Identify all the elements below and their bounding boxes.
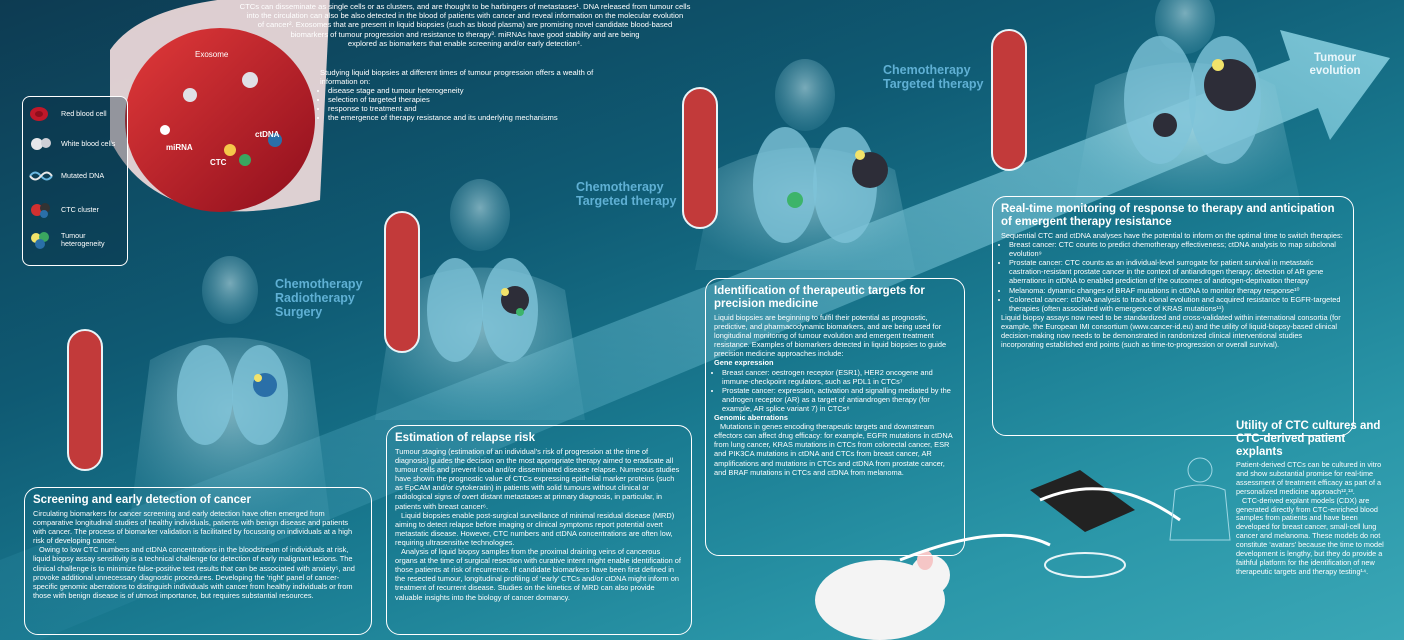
panel-screening: Screening and early detection of cancer … bbox=[24, 487, 372, 635]
stage-therapy: Targeted therapy bbox=[883, 77, 984, 91]
mutated-dna-icon bbox=[29, 171, 53, 181]
legend-label: Tumour heterogeneity bbox=[61, 230, 105, 248]
tumour-heterogeneity-icon bbox=[31, 232, 49, 249]
intro-line: of cancer². Exosomes that are present in… bbox=[257, 20, 673, 30]
panel-subheading: Gene expression bbox=[714, 358, 774, 368]
legend-item: Mutated DNA bbox=[29, 167, 121, 185]
intro-text: CTCs can disseminate as single cells or … bbox=[205, 2, 725, 48]
panel-bullet: Breast cancer: oestrogen receptor (ESR1)… bbox=[722, 368, 956, 386]
legend-label: CTC cluster bbox=[61, 204, 99, 214]
studying-bullet: disease stage and tumour heterogeneity bbox=[328, 86, 610, 95]
panel-paragraph: Sequential CTC and ctDNA analyses have t… bbox=[1001, 231, 1343, 240]
panel-title: Utility of CTC cultures and CTC-derived … bbox=[1236, 420, 1381, 458]
studying-bullet: selection of targeted therapies bbox=[328, 95, 610, 104]
vessel-label-ctc: CTC bbox=[210, 158, 227, 167]
panel-targets: Identification of therapeutic targets fo… bbox=[705, 278, 965, 556]
panel-bullet: Prostate cancer: CTC counts as an indivi… bbox=[1009, 258, 1345, 285]
legend-item: CTC cluster bbox=[29, 201, 121, 219]
panel-paragraph: Mutations in genes encoding therapeutic … bbox=[714, 422, 953, 477]
panel-paragraph: Liquid biopsies enable post-surgical sur… bbox=[395, 510, 675, 547]
intro-line: into the circulation can also be also de… bbox=[246, 11, 684, 21]
panel-paragraph: Owing to low CTC numbers and ctDNA conce… bbox=[33, 545, 355, 600]
panel-title: Estimation of relapse risk bbox=[395, 432, 535, 444]
panel-paragraph: Analysis of liquid biopsy samples from t… bbox=[395, 547, 681, 602]
stage-therapy: Chemotherapy bbox=[883, 63, 971, 77]
panel-paragraph: Circulating biomarkers for cancer screen… bbox=[33, 509, 353, 546]
stage-therapy: Radiotherapy bbox=[275, 291, 355, 305]
panel-cultures: Utility of CTC cultures and CTC-derived … bbox=[1236, 420, 1384, 577]
legend: Red blood cell White blood cells Mutated… bbox=[22, 96, 128, 266]
studying-intro: Studying liquid biopsies at different ti… bbox=[320, 68, 594, 87]
stage-label-1: Chemotherapy Radiotherapy Surgery bbox=[275, 277, 363, 319]
legend-item: White blood cells bbox=[29, 135, 121, 153]
vessel-label-exosome: Exosome bbox=[195, 50, 229, 59]
studying-bullet: the emergence of therapy resistance and … bbox=[328, 113, 610, 122]
mouse-dish-chip bbox=[815, 470, 1181, 640]
stage-label-2: Chemotherapy Targeted therapy bbox=[576, 180, 677, 208]
legend-item: Tumour heterogeneity bbox=[29, 231, 121, 249]
intro-line: biomarkers of tumour progression and res… bbox=[290, 29, 640, 39]
legend-label: Red blood cell bbox=[61, 108, 107, 118]
panel-paragraph: Tumour staging (estimation of an individ… bbox=[395, 447, 680, 511]
panel-title: Identification of therapeutic targets fo… bbox=[714, 285, 925, 310]
vessel-label-mirna: miRNA bbox=[166, 143, 193, 152]
vessel-label-ctdna: ctDNA bbox=[255, 130, 280, 139]
panel-title: Real-time monitoring of response to ther… bbox=[1001, 203, 1335, 228]
panel-bullet: Melanoma: dynamic changes of BRAF mutati… bbox=[1009, 286, 1345, 295]
stage-therapy: Chemotherapy bbox=[576, 180, 664, 194]
intro-line: CTCs can disseminate as single cells or … bbox=[239, 2, 691, 11]
panel-subheading: Genomic aberrations bbox=[714, 413, 788, 423]
panel-paragraph: Liquid biopsies are beginning to fulfil … bbox=[714, 313, 947, 359]
panel-title: Screening and early detection of cancer bbox=[33, 494, 251, 506]
studying-bullet: response to treatment and bbox=[328, 104, 610, 113]
tumour-evolution-label: Tumour evolution bbox=[1300, 52, 1370, 78]
panel-monitoring: Real-time monitoring of response to ther… bbox=[992, 196, 1354, 436]
white-blood-cell-icon bbox=[31, 138, 51, 150]
stage-therapy: Surgery bbox=[275, 305, 323, 319]
legend-item: Red blood cell bbox=[29, 105, 121, 123]
panel-paragraph: CTC-derived explant models (CDX) are gen… bbox=[1236, 495, 1384, 576]
blood-tubes bbox=[67, 29, 1027, 471]
legend-label: White blood cells bbox=[61, 138, 116, 148]
panel-relapse: Estimation of relapse risk Tumour stagin… bbox=[386, 425, 692, 635]
tumours bbox=[253, 59, 1256, 397]
blood-vessel bbox=[110, 0, 330, 212]
panel-bullet: Colorectal cancer: ctDNA analysis to tra… bbox=[1009, 295, 1345, 313]
stage-therapy: Chemotherapy bbox=[275, 277, 363, 291]
panel-bullet: Breast cancer: CTC counts to predict che… bbox=[1009, 240, 1345, 258]
studying-text: Studying liquid biopsies at different ti… bbox=[320, 68, 610, 123]
intro-line: explored as biomarkers that enable scree… bbox=[347, 38, 583, 48]
mini-patient-figure bbox=[1169, 457, 1231, 541]
tumour-evolution-text: Tumour evolution bbox=[1309, 52, 1361, 77]
stage-therapy: Targeted therapy bbox=[576, 194, 677, 208]
panel-paragraph: Patient-derived CTCs can be cultured in … bbox=[1236, 460, 1382, 496]
stage-label-3: Chemotherapy Targeted therapy bbox=[883, 63, 984, 91]
ctc-cluster-icon bbox=[31, 203, 50, 218]
legend-label: Mutated DNA bbox=[61, 170, 105, 180]
panel-bullet: Prostate cancer: expression, activation … bbox=[722, 386, 956, 413]
red-blood-cell-icon bbox=[30, 107, 48, 121]
panel-paragraph: Liquid biopsy assays now need to be stan… bbox=[1001, 312, 1341, 350]
